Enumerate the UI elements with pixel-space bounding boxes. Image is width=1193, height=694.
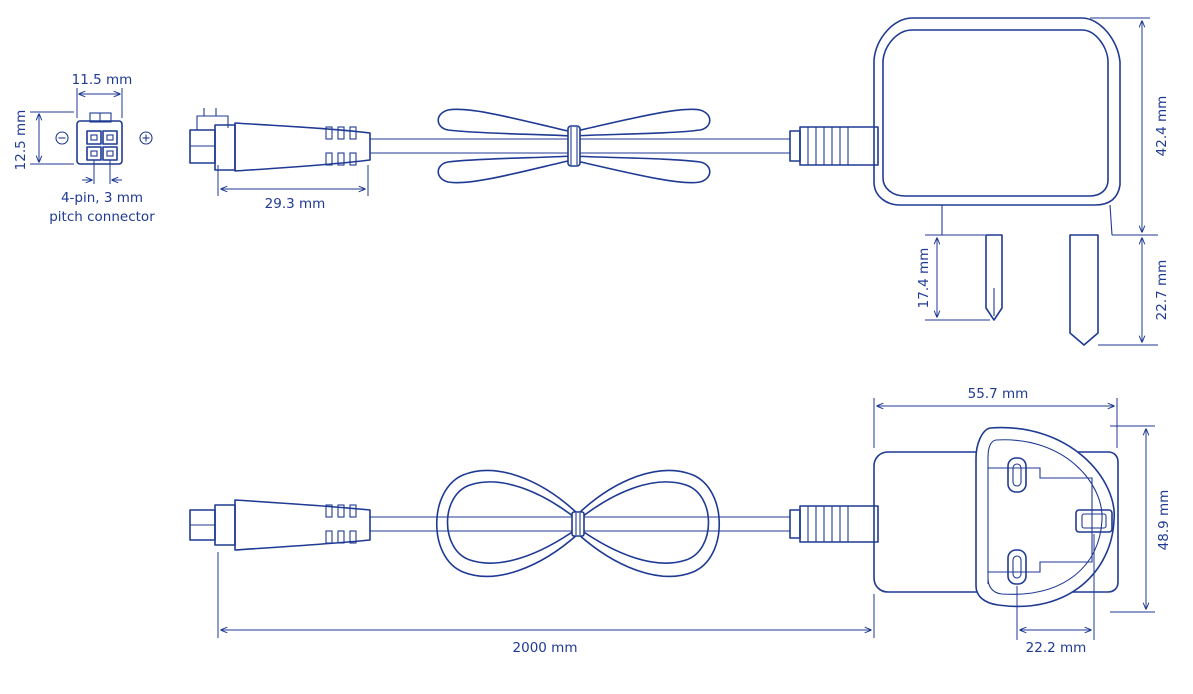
body-height-label: 42.4 mm [1154, 96, 1170, 157]
dc-plug-side [189, 108, 371, 172]
positive-terminal-icon [139, 131, 153, 145]
connector-width-label: 11.5 mm [72, 72, 133, 88]
strain-relief-side [789, 126, 879, 166]
body-width-label: 55.7 mm [968, 386, 1029, 402]
top-view-assembly [189, 398, 1155, 640]
connector-height-label: 12.5 mm [13, 110, 29, 171]
side-view-assembly [189, 17, 1158, 346]
pin-full-label: 22.7 mm [1154, 260, 1170, 321]
cable-length-label: 2000 mm [513, 640, 578, 656]
negative-terminal-icon [55, 131, 69, 145]
pin-spacing-label: 22.2 mm [1026, 640, 1087, 656]
plug-length-label: 29.3 mm [265, 196, 326, 212]
body-depth-label: 48.9 mm [1156, 490, 1172, 551]
adapter-body-side [873, 17, 1121, 236]
connector-caption-line1: 4-pin, 3 mm [61, 190, 143, 206]
cable-top [370, 469, 790, 578]
strain-relief-top [789, 505, 879, 543]
connector-caption-line2: pitch connector [49, 209, 155, 225]
plug-pins-side [985, 234, 1099, 346]
cable-side [370, 108, 790, 184]
pin-length-label: 17.4 mm [916, 248, 932, 309]
connector-end-view [30, 88, 153, 184]
adapter-body-top [873, 426, 1119, 608]
dc-plug-top [189, 499, 371, 551]
